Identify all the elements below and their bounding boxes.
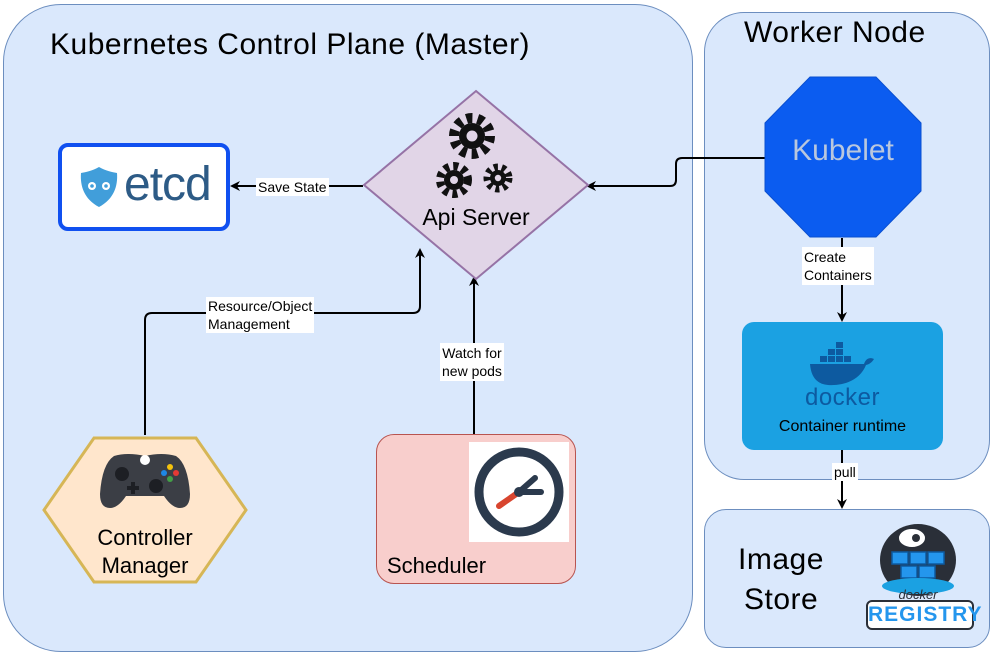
registry-mascot-icon (880, 524, 956, 596)
clock-icon (474, 447, 564, 537)
kubelet-node[interactable] (764, 76, 922, 238)
gears-icon (436, 113, 513, 198)
etcd-logo-icon (80, 167, 118, 207)
edge-label-create-line2: Containers (804, 267, 872, 283)
etcd-node[interactable]: etcd (58, 143, 230, 231)
worker-node-title: Worker Node (744, 16, 926, 49)
control-plane-title: Kubernetes Control Plane (Master) (50, 28, 531, 61)
etcd-label: etcd (124, 158, 212, 211)
scheduler-label: Scheduler (387, 553, 487, 578)
edge-label-watch-line1: Watch for (442, 345, 502, 361)
scheduler-node[interactable]: Scheduler (376, 434, 576, 584)
edge-label-create-line1: Create (804, 249, 847, 265)
docker-registry-logo: docker REGISTRY (862, 518, 982, 634)
registry-big-text: REGISTRY (866, 600, 982, 630)
docker-brand: docker (804, 384, 881, 411)
edge-label-save-state: Save State (256, 178, 329, 196)
edge-label-resource-mgmt: Resource/Object Management (206, 297, 315, 333)
image-store-title-line2: Store (744, 583, 819, 616)
clock-tile (469, 442, 569, 542)
controller-manager-line2: Manager (101, 553, 189, 578)
edge-label-watch: Watch for new pods (440, 343, 504, 381)
api-server-label: Api Server (422, 204, 530, 230)
docker-whale-icon (810, 342, 874, 386)
edge-label-create: Create Containers (802, 247, 874, 285)
gamepad-icon (100, 454, 190, 508)
container-runtime-label: Container runtime (778, 418, 907, 435)
controller-manager-line1: Controller (97, 525, 193, 550)
edge-kubelet-api (586, 157, 766, 191)
controller-manager-label: Controller Manager (42, 524, 248, 580)
container-runtime-node[interactable]: docker Container runtime (742, 322, 943, 450)
image-store-title-line1: Image (738, 543, 824, 576)
edge-label-resource-line1: Resource/Object (208, 298, 313, 314)
controller-manager-node[interactable] (42, 436, 248, 584)
kubelet-label: Kubelet (792, 134, 894, 167)
edge-label-resource-line2: Management (208, 316, 290, 332)
api-server-node[interactable] (362, 89, 590, 281)
registry-small-text: docker (898, 587, 938, 602)
edge-label-pull: pull (832, 463, 858, 481)
edge-label-watch-line2: new pods (442, 363, 502, 379)
